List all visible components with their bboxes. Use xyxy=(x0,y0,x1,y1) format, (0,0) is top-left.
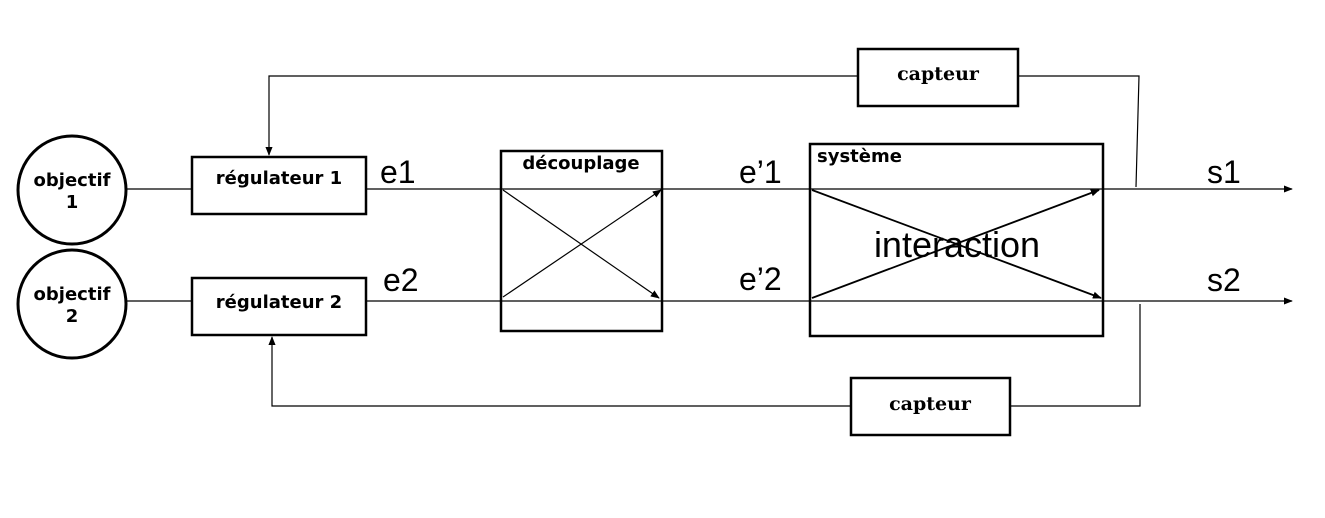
signal-label-e1-prime: e’1 xyxy=(739,154,782,190)
feedback-loop-2: capteur xyxy=(268,304,1141,437)
decoupling-cross-arrow-up xyxy=(502,189,662,298)
objective-1-label-line1: objectif xyxy=(34,170,111,191)
sensor-2 xyxy=(849,376,1012,437)
sensor-1 xyxy=(856,47,1020,108)
signal-label-e2: e2 xyxy=(383,262,419,298)
system-block: système interaction xyxy=(808,142,1105,338)
system-label: système xyxy=(817,146,902,167)
signal-label-s1: s1 xyxy=(1207,154,1241,190)
objective-1-label-line2: 1 xyxy=(66,192,79,213)
system-interaction-label: interaction xyxy=(874,224,1040,265)
objective-1: objectif 1 xyxy=(16,134,128,246)
system-cross-arrow-up xyxy=(811,189,1100,299)
signal-label-s2: s2 xyxy=(1207,262,1241,298)
regulator-1: régulateur 1 xyxy=(190,155,368,216)
decoupling-label: découplage xyxy=(522,153,639,174)
signal-label-e1: e1 xyxy=(380,154,416,190)
regulator-1-label: régulateur 1 xyxy=(216,168,342,189)
sensor-1-label: capteur xyxy=(897,63,980,85)
regulator-2: régulateur 2 xyxy=(190,276,368,337)
signal-label-e2-prime: e’2 xyxy=(739,261,782,297)
decoupling-block: découplage xyxy=(499,149,664,333)
objective-2-label-line1: objectif xyxy=(34,284,111,305)
objective-2-label-line2: 2 xyxy=(66,306,79,327)
sensor-2-label: capteur xyxy=(889,393,972,415)
objective-2: objectif 2 xyxy=(16,248,128,360)
feedback-loop-1: capteur xyxy=(265,47,1140,188)
regulator-2-label: régulateur 2 xyxy=(216,292,342,313)
